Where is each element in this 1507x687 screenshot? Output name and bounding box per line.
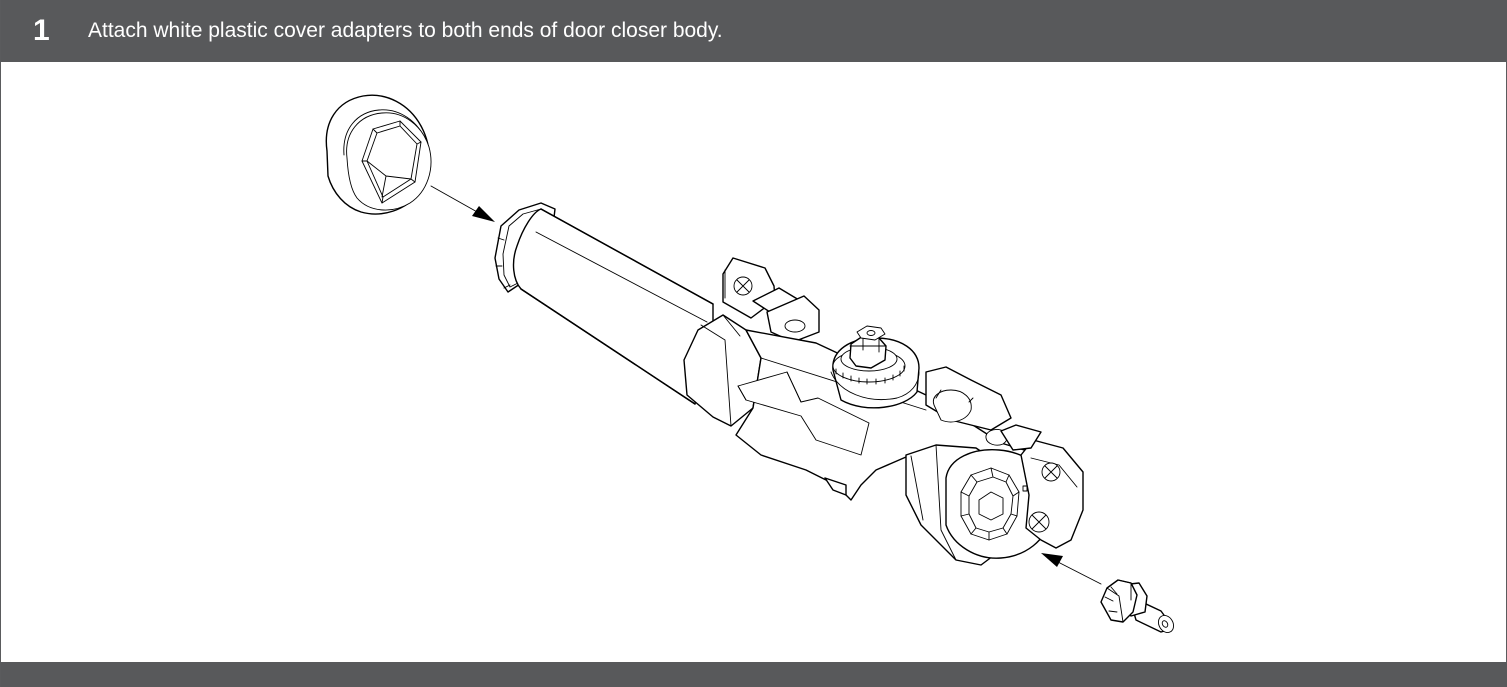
door-closer-assembly-illustration [325, 94, 1174, 633]
adapter-insertion-arrow-right [1041, 553, 1102, 585]
cover-adapter-large [325, 94, 432, 215]
adapter-insertion-arrow-left [430, 185, 495, 222]
step-header: 1 Attach white plastic cover adapters to… [1, 0, 1507, 62]
step-instruction: Attach white plastic cover adapters to b… [88, 19, 723, 42]
step-number: 1 [33, 14, 50, 47]
cover-adapter-small [1100, 579, 1174, 633]
door-closer-body [494, 202, 1084, 566]
footer-bar [1, 662, 1507, 687]
